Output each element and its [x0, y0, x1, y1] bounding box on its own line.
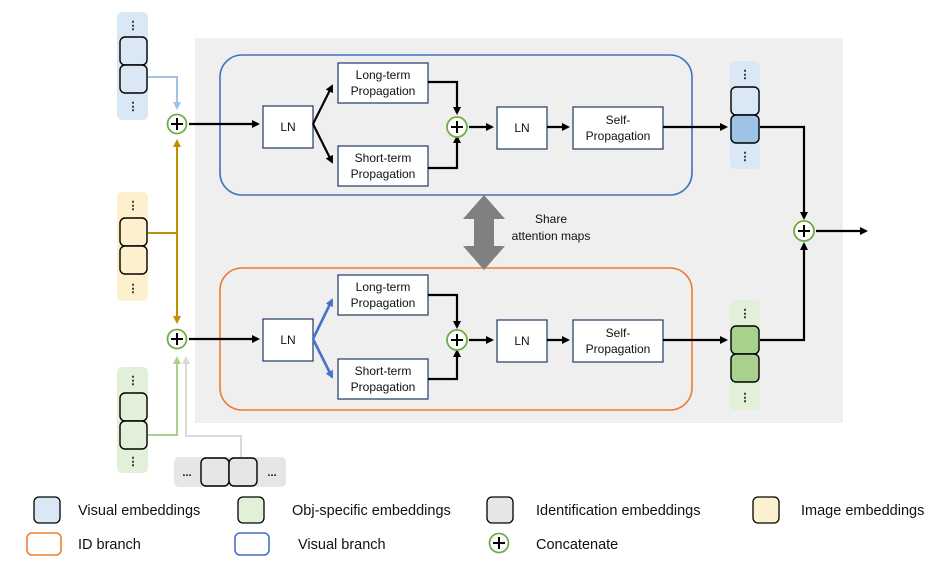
self-propagation-visual: Self- Propagation	[572, 106, 664, 150]
visual-embeddings-input: ⋮ ⋮	[117, 12, 148, 120]
svg-text:Long-term: Long-term	[356, 280, 411, 294]
legend-obj-embeddings: Obj-specific embeddings	[237, 496, 451, 524]
svg-text:⋮: ⋮	[128, 200, 139, 212]
id-output-stack: ⋮ ⋮	[730, 300, 760, 410]
visual-input-connection	[147, 76, 181, 110]
svg-text:Propagation: Propagation	[586, 129, 651, 143]
svg-text:Propagation: Propagation	[351, 380, 416, 394]
svg-text:⋮: ⋮	[740, 69, 751, 81]
concat-node-id-branch	[446, 329, 468, 351]
svg-text:Propagation: Propagation	[586, 342, 651, 356]
image-embeddings-input: ⋮ ⋮	[117, 192, 148, 301]
svg-text:Visual branch: Visual branch	[298, 537, 386, 553]
legend-image-embeddings: Image embeddings	[752, 496, 924, 524]
self-propagation-id: Self- Propagation	[572, 319, 664, 363]
legend: Visual embeddings Obj-specific embedding…	[26, 496, 924, 556]
legend-identification-embeddings: Identification embeddings	[486, 496, 700, 524]
id-branch-blue-arrows	[311, 298, 334, 379]
svg-text:Self-: Self-	[606, 113, 631, 127]
svg-text:⋮: ⋮	[740, 151, 751, 163]
svg-text:LN: LN	[514, 121, 529, 135]
svg-text:Propagation: Propagation	[351, 296, 416, 310]
svg-text:Self-: Self-	[606, 326, 631, 340]
svg-text:Obj-specific embeddings: Obj-specific embeddings	[292, 503, 451, 519]
svg-text:⋮: ⋮	[740, 392, 751, 404]
share-label: Share	[535, 212, 567, 226]
ln-block-visual-2: LN	[496, 106, 548, 150]
identification-embeddings-input: ... ...	[174, 457, 286, 487]
svg-text:⋮: ⋮	[128, 375, 139, 387]
svg-text:LN: LN	[280, 333, 295, 347]
long-term-propagation-visual: Long-term Propagation	[337, 62, 429, 104]
concat-node-id	[166, 328, 188, 350]
obj-input-connection	[147, 356, 181, 436]
concat-node-output	[793, 220, 815, 242]
short-term-propagation-id: Short-term Propagation	[337, 358, 429, 400]
svg-text:⋮: ⋮	[128, 20, 139, 32]
legend-visual-branch: Visual branch	[234, 532, 386, 556]
svg-text:LN: LN	[280, 120, 295, 134]
svg-text:Image embeddings: Image embeddings	[801, 503, 924, 519]
long-term-propagation-id: Long-term Propagation	[337, 274, 429, 316]
svg-text:Long-term: Long-term	[356, 68, 411, 82]
legend-visual-embeddings: Visual embeddings	[33, 496, 200, 524]
visual-output-stack: ⋮ ⋮	[730, 61, 760, 169]
legend-concatenate: Concatenate	[488, 532, 618, 554]
visual-branch-arrows	[189, 80, 808, 220]
identification-input-connection	[182, 356, 242, 458]
svg-text:LN: LN	[514, 334, 529, 348]
ln-block-visual-1: LN	[262, 105, 314, 149]
svg-text:Short-term: Short-term	[355, 364, 412, 378]
svg-text:...: ...	[182, 467, 191, 479]
svg-text:⋮: ⋮	[740, 308, 751, 320]
svg-text:Visual embeddings: Visual embeddings	[78, 503, 200, 519]
short-term-propagation-visual: Short-term Propagation	[337, 145, 429, 187]
image-input-connection	[147, 139, 181, 324]
svg-text:Propagation: Propagation	[351, 167, 416, 181]
attention-maps-label: attention maps	[512, 229, 591, 243]
ln-block-id-2: LN	[496, 319, 548, 363]
svg-text:⋮: ⋮	[128, 101, 139, 113]
id-branch-arrows	[189, 227, 868, 381]
svg-text:Concatenate: Concatenate	[536, 537, 618, 553]
obj-embeddings-input: ⋮ ⋮	[117, 367, 148, 473]
svg-text:Identification embeddings: Identification embeddings	[536, 503, 700, 519]
share-attention-arrow	[463, 195, 505, 270]
svg-text:ID branch: ID branch	[78, 537, 141, 553]
svg-text:⋮: ⋮	[128, 456, 139, 468]
concat-node-visual	[166, 113, 188, 135]
svg-text:Short-term: Short-term	[355, 151, 412, 165]
concat-node-visual-branch	[446, 116, 468, 138]
svg-text:...: ...	[267, 467, 276, 479]
svg-text:Propagation: Propagation	[351, 84, 416, 98]
legend-id-branch: ID branch	[26, 532, 141, 556]
ln-block-id-1: LN	[262, 318, 314, 362]
svg-text:⋮: ⋮	[128, 283, 139, 295]
